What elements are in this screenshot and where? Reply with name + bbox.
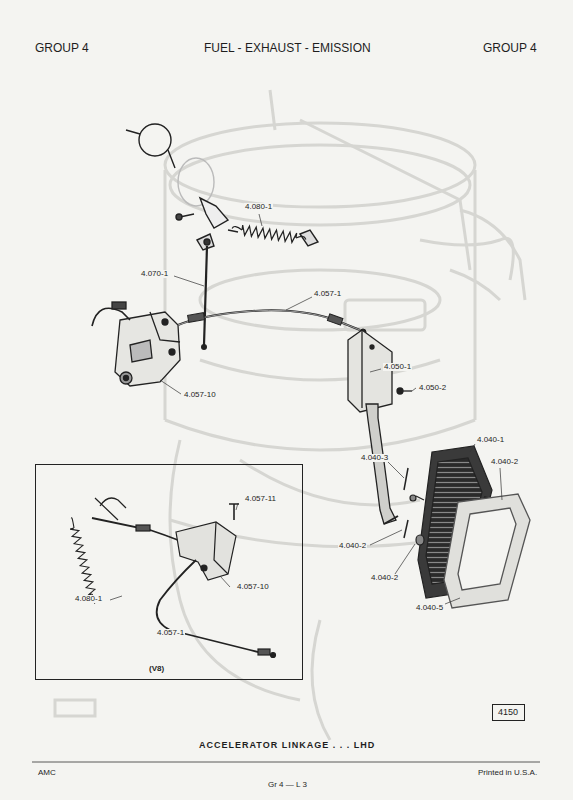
callout-number: 4.040-2: [338, 542, 367, 550]
callout-number: 4.040-2: [370, 574, 399, 582]
footer-rule: [32, 762, 540, 763]
inset-caption: (V8): [148, 665, 165, 673]
page-code: Gr 4 — L 3: [267, 781, 308, 789]
callout-number: 4.040-3: [360, 454, 389, 462]
callout-number: 4.057-11: [244, 495, 277, 503]
footer-text: AMC: [37, 769, 57, 777]
inset-leader-lines: [110, 503, 238, 635]
inset-panel: 4.057-11 4.057-10 4.080-1 4.057-1 (V8): [35, 464, 303, 680]
group-header: GROUP 4: [483, 42, 537, 54]
callout-number: 4.080-1: [74, 595, 103, 603]
callout-number: 4.057-10: [183, 391, 217, 399]
page-title: FUEL - EXHAUST - EMISSION: [204, 42, 371, 54]
pedal-pad-frame: [444, 494, 530, 608]
callout-number: 4.057-1: [156, 629, 185, 637]
callout-number: 4.040-1: [476, 436, 505, 444]
ghost-background: [55, 90, 525, 740]
return-spring: [232, 225, 306, 242]
callout-number: 4.040-2: [490, 458, 519, 466]
callout-number: 4.057-10: [236, 583, 270, 591]
footer-text: Printed in U.S.A.: [477, 769, 538, 777]
accelerator-cable: [178, 310, 366, 335]
callout-number: 4.040-5: [415, 604, 444, 612]
cable-bracket: [92, 302, 180, 386]
spring-hook: [71, 518, 94, 604]
callout-number: 4.070-1: [140, 270, 169, 278]
leader-lines: [160, 214, 502, 604]
group-header: GROUP 4: [35, 42, 89, 54]
spring-hook: [232, 226, 306, 239]
coil-winding: [242, 225, 297, 242]
v8-inset-illustration: [92, 498, 276, 658]
throttle-rod: [204, 246, 207, 345]
callout-number: 4.050-1: [383, 363, 412, 371]
plate-number: 4150: [498, 708, 519, 717]
accelerator-pedal-arm: [348, 330, 412, 524]
callout-number: 4.080-1: [244, 203, 273, 211]
inset-return-spring: [70, 518, 95, 604]
figure-caption: ACCELERATOR LINKAGE . . . LHD: [199, 741, 375, 750]
plate-number-box: 4150: [492, 704, 525, 721]
rod-end: [201, 344, 207, 350]
throttle-linkage: [126, 124, 318, 250]
callout-number: 4.050-2: [418, 384, 447, 392]
callout-number: 4.057-1: [313, 290, 342, 298]
coil-winding: [70, 528, 95, 595]
